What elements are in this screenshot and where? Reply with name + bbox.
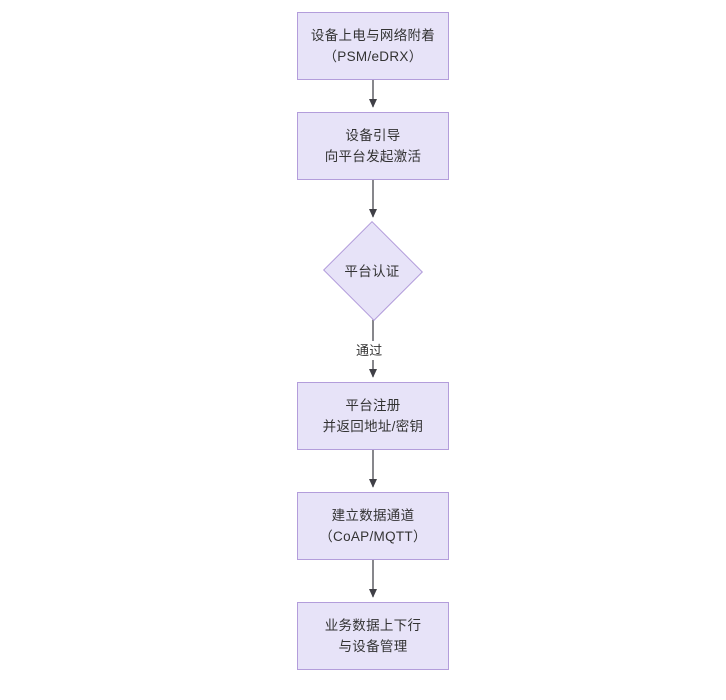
flow-node-label-line2: 与设备管理 [338, 639, 408, 654]
edge-label-pass: 通过 [352, 341, 387, 360]
flow-node-label-line2: （PSM/eDRX） [323, 49, 423, 64]
flow-node-label-line1: 平台认证 [344, 264, 400, 279]
flow-node-label-line1: 设备上电与网络附着 [310, 28, 436, 43]
flow-node-platform-auth-decision[interactable]: 平台认证 [322, 221, 423, 321]
flow-node-device-bootstrap[interactable]: 设备引导 向平台发起激活 [297, 112, 449, 180]
flow-node-business-data-and-device-mgmt[interactable]: 业务数据上下行 与设备管理 [297, 602, 449, 670]
flow-node-platform-register[interactable]: 平台注册 并返回地址/密钥 [297, 382, 449, 450]
flow-node-label-line1: 平台注册 [345, 398, 401, 413]
flow-node-label-line2: （CoAP/MQTT） [319, 529, 427, 544]
flow-node-label-line1: 建立数据通道 [331, 508, 415, 523]
flow-node-device-power-on[interactable]: 设备上电与网络附着 （PSM/eDRX） [297, 12, 449, 80]
flow-node-label-line1: 业务数据上下行 [324, 618, 422, 633]
flow-node-label-line2: 向平台发起激活 [324, 149, 422, 164]
flow-node-label-line2: 并返回地址/密钥 [322, 419, 424, 434]
flow-node-establish-data-channel[interactable]: 建立数据通道 （CoAP/MQTT） [297, 492, 449, 560]
flow-node-label-line1: 设备引导 [345, 128, 401, 143]
